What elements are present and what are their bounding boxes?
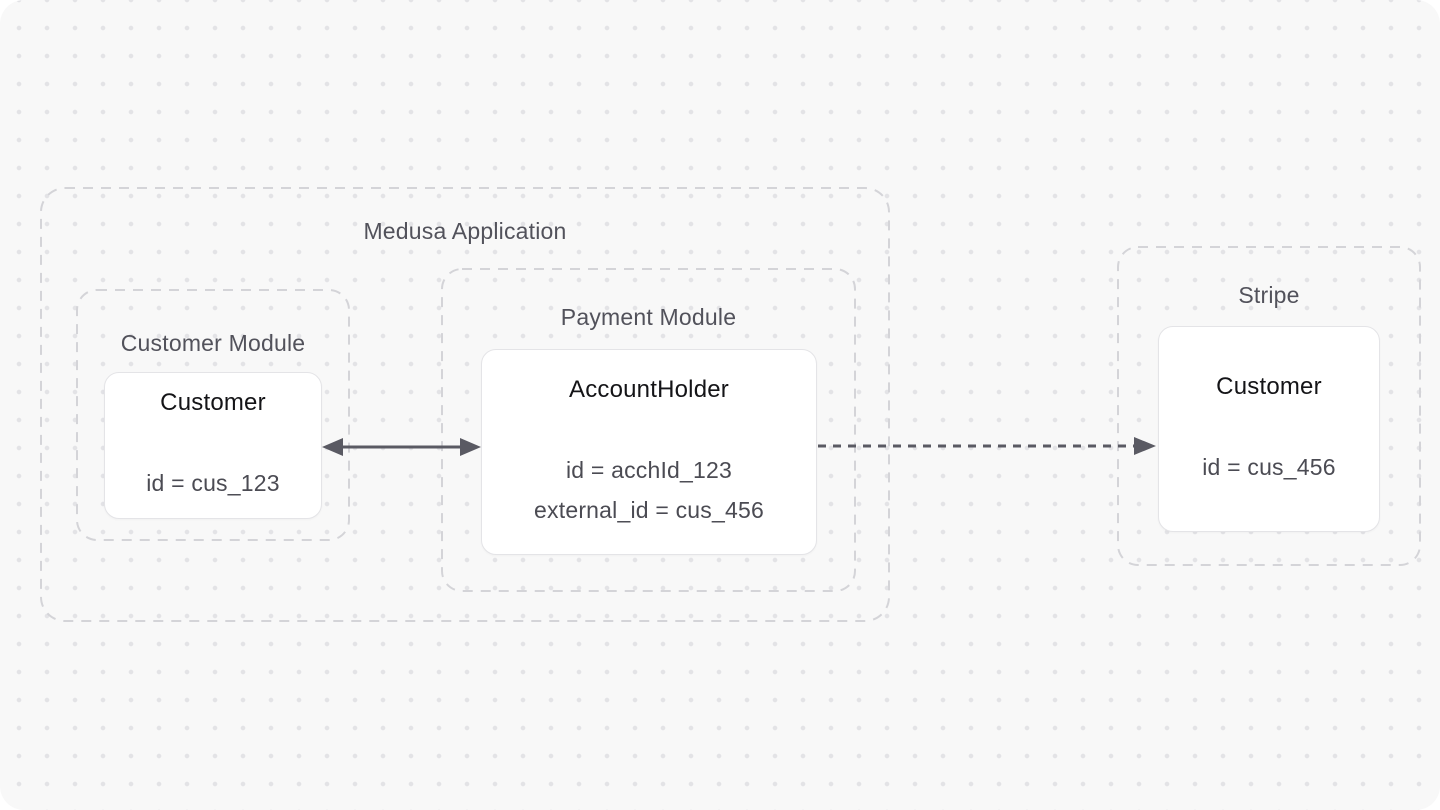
accountholder-stripe-arrow [818,437,1156,455]
customer-module-label: Customer Module [120,330,306,356]
stripe-customer-entity-field-id: id = cus_456 [1202,453,1336,480]
payment-module-label: Payment Module [560,304,737,330]
accountholder-entity-field-id: id = acchId_123 [565,456,733,483]
customer-accountholder-arrow [322,438,481,456]
accountholder-entity-fields: id = acchId_123 external_id = cus_456 [534,450,764,530]
stripe-customer-entity-title: Customer [1216,372,1322,400]
medusa-application-label: Medusa Application [363,218,567,244]
accountholder-entity-card: AccountHolder id = acchId_123 external_i… [481,349,817,555]
stripe-customer-entity-fields: id = cus_456 [1202,447,1335,487]
customer-entity-card: Customer id = cus_123 [104,372,322,519]
stripe-customer-entity-card: Customer id = cus_456 [1158,326,1380,532]
accountholder-entity-title: AccountHolder [568,375,730,403]
stripe-label: Stripe [1238,282,1300,308]
customer-entity-field-id: id = cus_123 [146,470,280,496]
customer-entity-fields: id = cus_123 [146,463,279,503]
customer-entity-title: Customer [160,389,266,416]
accountholder-entity-field-external-id: external_id = cus_456 [534,496,764,523]
